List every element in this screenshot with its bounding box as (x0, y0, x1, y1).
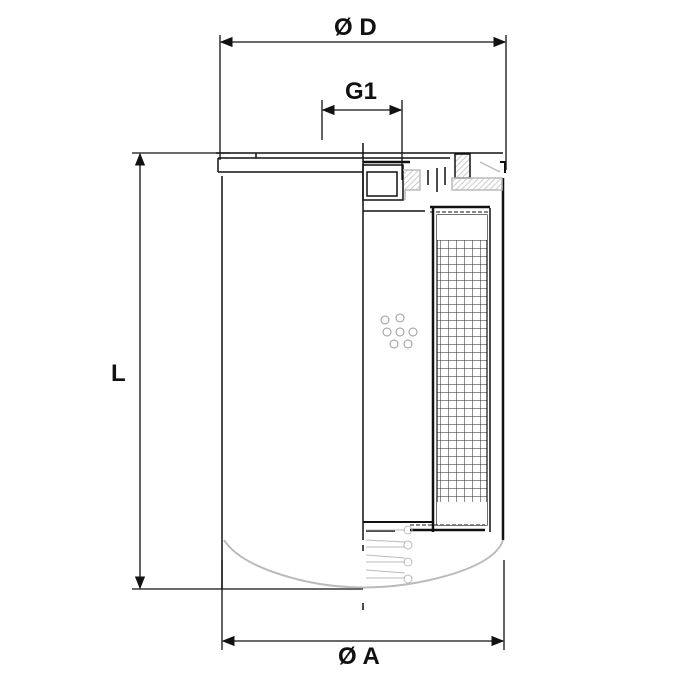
dimension-d (219, 35, 507, 170)
filter-housing (216, 143, 506, 610)
dimension-g1 (321, 100, 403, 180)
thread-g1-label: G1 (345, 78, 378, 105)
length-l-label: L (111, 360, 126, 387)
dimension-l (132, 152, 363, 590)
filter-element (363, 205, 491, 532)
diameter-a-label: Ø A (338, 643, 380, 670)
bottom-dome (223, 525, 504, 589)
bypass-holes (380, 313, 418, 349)
diameter-d-label: Ø D (334, 14, 377, 41)
